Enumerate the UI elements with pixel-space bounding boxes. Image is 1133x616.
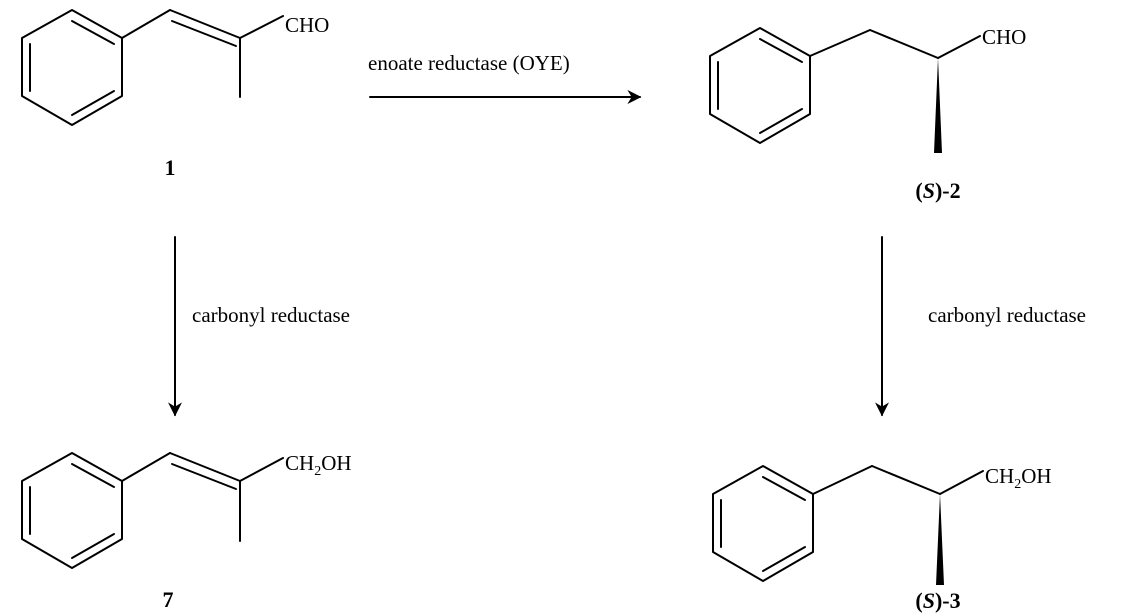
benzene-ring xyxy=(21,9,123,126)
compound-7-label: 7 xyxy=(163,587,174,612)
alkene-chain xyxy=(121,9,284,98)
alkene-chain xyxy=(121,452,284,542)
compound-s3: CH2OH (S)-3 xyxy=(712,464,1052,613)
compound-s3-ch2oh: CH2OH xyxy=(985,464,1052,492)
reaction-arrow-3: carbonyl reductase xyxy=(875,236,1086,417)
alkyl-chain xyxy=(812,465,984,585)
reaction-arrow-2: carbonyl reductase xyxy=(168,236,350,417)
compound-7-ch2oh: CH2OH xyxy=(285,451,352,479)
compound-s3-label: (S)-3 xyxy=(915,588,960,613)
reaction-2-label: carbonyl reductase xyxy=(192,303,350,327)
benzene-ring xyxy=(21,452,123,569)
wedge-bond xyxy=(934,58,942,153)
compound-s2-cho: CHO xyxy=(982,25,1026,49)
benzene-ring xyxy=(712,465,814,582)
alkyl-chain xyxy=(809,29,981,153)
compound-1: CHO 1 xyxy=(21,9,329,180)
reaction-arrow-1: enoate reductase (OYE) xyxy=(368,51,642,104)
reaction-1-label: enoate reductase (OYE) xyxy=(368,51,570,75)
reaction-3-label: carbonyl reductase xyxy=(928,303,1086,327)
benzene-ring xyxy=(709,27,811,144)
compound-1-label: 1 xyxy=(165,155,176,180)
compound-7: CH2OH 7 xyxy=(21,451,352,612)
compound-s2-label: (S)-2 xyxy=(915,178,960,203)
compound-s2: CHO (S)-2 xyxy=(709,25,1026,203)
compound-1-cho: CHO xyxy=(285,13,329,37)
wedge-bond xyxy=(936,494,944,585)
